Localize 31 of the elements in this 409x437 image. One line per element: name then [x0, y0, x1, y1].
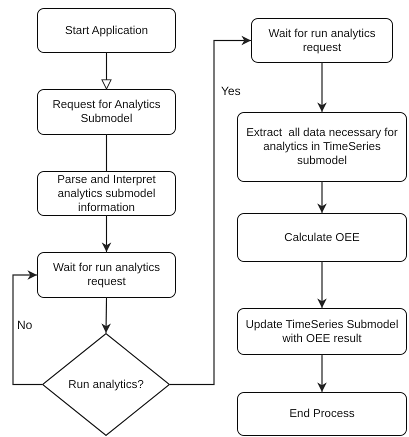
- arrow: [12, 270, 42, 386]
- edge-label: Yes: [220, 84, 242, 98]
- process-box: [37, 252, 176, 298]
- arrow: [317, 355, 327, 392]
- node-text: Request for Analytics Submodel: [51, 98, 162, 126]
- node-text: Calculate OEE: [284, 230, 360, 244]
- process-box: [37, 89, 176, 135]
- arrow: [102, 216, 112, 252]
- node-text: End Process: [289, 407, 355, 421]
- arrow: [317, 63, 327, 112]
- node-text: Start Application: [64, 24, 148, 38]
- node-text: Wait for run analytics request: [268, 26, 376, 54]
- node-text: Run analytics?: [68, 378, 144, 392]
- process-box: [237, 112, 407, 182]
- arrow: [317, 262, 327, 308]
- node-text: Parse and Interpret analytics submodel information: [56, 172, 157, 214]
- edge-label: No: [16, 318, 34, 332]
- process-box: [237, 213, 407, 262]
- process-box: [37, 8, 176, 53]
- process-box: [251, 18, 393, 63]
- process-box: [37, 171, 176, 216]
- node-text: Update TimeSeries Submodel with OEE result: [244, 318, 400, 346]
- node-text: Extract all data necessary for analytics in TimeSeries submodel: [245, 126, 399, 168]
- decision-diamond: [42, 333, 170, 436]
- arrow: [101, 298, 111, 333]
- arrow: [317, 182, 327, 213]
- node-text: Wait for run analytics request: [52, 261, 161, 289]
- arrow: [170, 36, 251, 386]
- process-box: [237, 308, 407, 355]
- process-box: [237, 392, 407, 436]
- arrow: [101, 53, 112, 90]
